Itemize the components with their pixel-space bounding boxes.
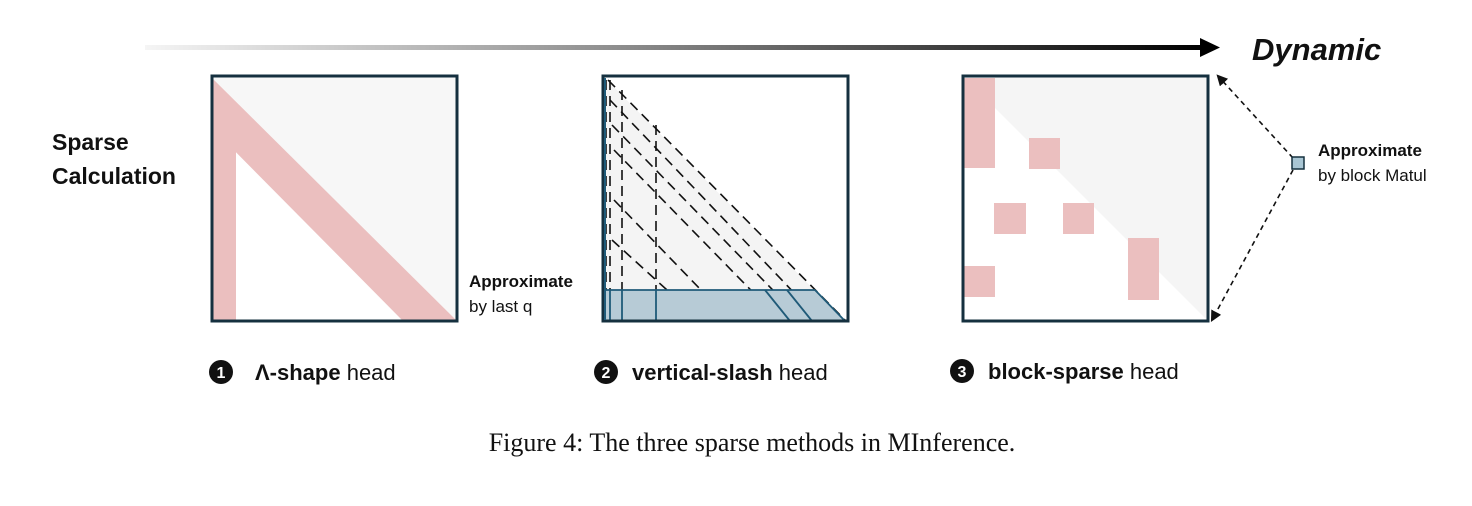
sparse-calculation-line1: Sparse <box>52 129 129 155</box>
number-badge-text: 1 <box>217 365 226 382</box>
sparse-block <box>1029 138 1060 169</box>
number-badge-text: 2 <box>602 365 611 382</box>
sparse-block <box>963 78 995 168</box>
block-matmul-callout <box>1210 74 1305 322</box>
vertical-slash-panel <box>601 74 850 323</box>
head-label-3: 3 block-sparse head <box>950 359 1179 384</box>
head-label-1: 1 Λ-shape head <box>209 360 396 385</box>
figure-caption: Figure 4: The three sparse methods in MI… <box>489 428 1016 457</box>
svg-text:vertical-slash head: vertical-slash head <box>632 360 828 385</box>
head-suffix: head <box>341 360 396 385</box>
dynamic-arrow <box>145 38 1220 57</box>
head-suffix: head <box>773 360 828 385</box>
block-sparse-note-subtitle: by block Matul <box>1318 166 1427 185</box>
block-sparse-note-title: Approximate <box>1318 141 1422 160</box>
sparse-block <box>963 266 995 297</box>
number-badge <box>594 360 618 384</box>
dynamic-label: Dynamic <box>1252 32 1381 67</box>
vertical-slash-note-title: Approximate <box>469 272 573 291</box>
head-name: Λ-shape <box>255 360 341 385</box>
sparse-block <box>994 203 1026 234</box>
head-name: block-sparse <box>988 359 1124 384</box>
head-label-2: 2 vertical-slash head <box>594 360 828 385</box>
number-badge-text: 3 <box>958 364 967 381</box>
number-badge <box>209 360 233 384</box>
sparse-calculation-line2: Calculation <box>52 163 176 189</box>
sparse-block <box>1128 238 1159 300</box>
lambda-shape-panel <box>210 74 459 323</box>
head-suffix: head <box>1124 359 1179 384</box>
head-name: vertical-slash <box>632 360 773 385</box>
number-badge <box>950 359 974 383</box>
block-icon <box>1291 156 1305 170</box>
sparse-block <box>1063 203 1094 234</box>
svg-text:block-sparse head: block-sparse head <box>988 359 1179 384</box>
vertical-slash-note-subtitle: by last q <box>469 297 532 316</box>
svg-text:Λ-shape head: Λ-shape head <box>255 360 396 385</box>
block-sparse-panel <box>961 74 1210 323</box>
